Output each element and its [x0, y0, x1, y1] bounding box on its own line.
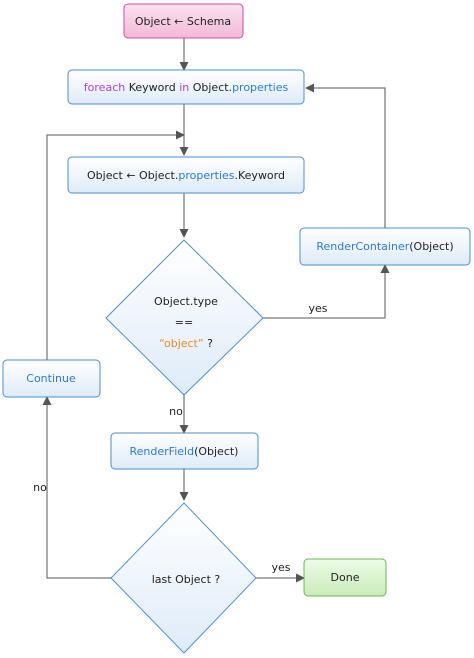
edge-continue-to-loop — [46, 130, 185, 365]
edge-container-to-foreach — [305, 83, 386, 228]
foreach-node: foreach Keyword in Object.properties — [67, 69, 305, 105]
continue-label: Continue — [26, 372, 76, 385]
assign-node: Object ← Object.properties.Keyword — [67, 156, 305, 194]
edge-label-type-yes: yes — [308, 302, 327, 315]
render-field-label: RenderField(Object) — [130, 445, 239, 458]
done-node: Done — [303, 558, 387, 597]
assign-label: Object ← Object.properties.Keyword — [87, 169, 285, 182]
edge-type-yes — [263, 264, 390, 319]
start-label: Object ← Schema — [135, 15, 231, 28]
connectors — [42, 38, 390, 583]
start-node: Object ← Schema — [123, 3, 244, 39]
edge-last-no — [42, 396, 111, 579]
decision-type-line2: == — [175, 316, 193, 329]
decision-last-label: last Object ? — [152, 573, 221, 586]
render-container-node: RenderContainer(Object) — [299, 227, 471, 266]
decision-type-line1: Object.type — [154, 295, 218, 308]
done-label: Done — [331, 571, 360, 584]
continue-node: Continue — [2, 359, 101, 398]
edge-label-last-no: no — [33, 481, 47, 494]
decision-type-node: Object.type == “object” ? — [105, 239, 264, 396]
decision-type-line3: “object” ? — [159, 337, 213, 350]
edge-label-type-no: no — [169, 405, 183, 418]
edge-label-last-yes: yes — [271, 561, 290, 574]
decision-last-node: last Object ? — [110, 502, 257, 654]
render-field-node: RenderField(Object) — [110, 432, 259, 470]
foreach-label: foreach Keyword in Object.properties — [84, 81, 289, 94]
render-container-label: RenderContainer(Object) — [316, 240, 453, 253]
